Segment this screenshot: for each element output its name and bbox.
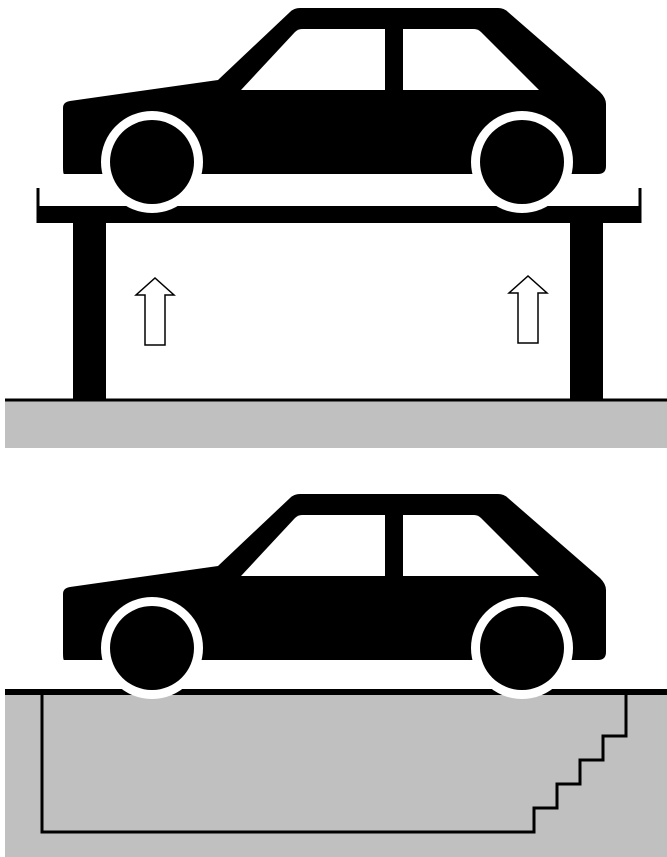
car-icon <box>63 494 606 699</box>
lift-post-right <box>570 218 603 400</box>
lift-panel <box>5 8 667 448</box>
up-arrow-icon <box>134 276 176 346</box>
up-arrow-icon <box>507 274 549 344</box>
lift-post-left <box>73 218 106 400</box>
car-icon <box>63 8 606 213</box>
ground <box>5 400 667 448</box>
ground <box>5 692 667 857</box>
pit-panel <box>5 494 667 857</box>
inspection-pit <box>40 692 628 834</box>
lift-platform <box>37 206 641 223</box>
